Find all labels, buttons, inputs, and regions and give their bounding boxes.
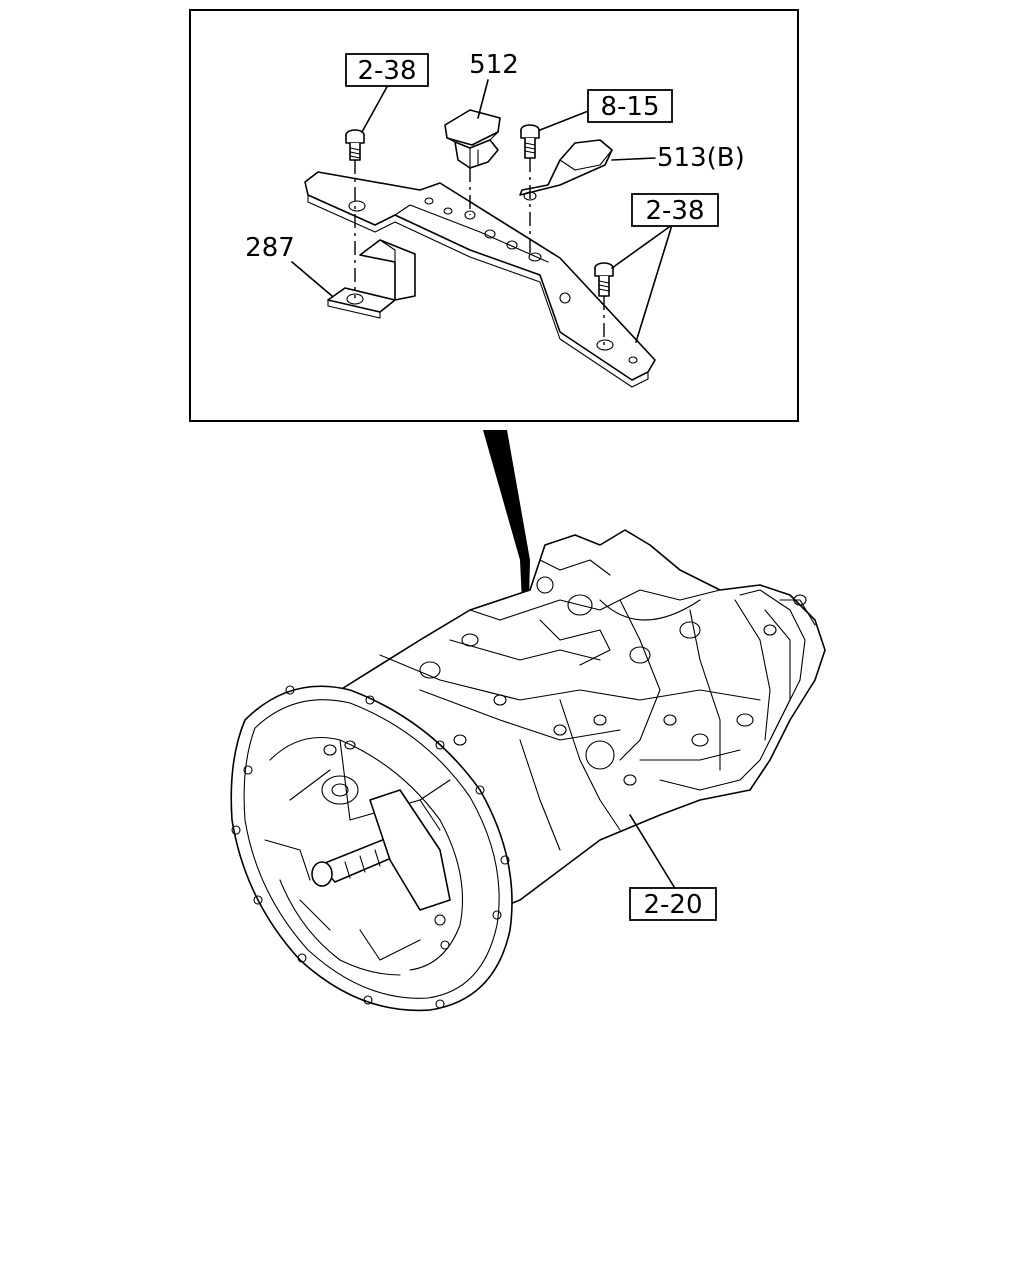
callout-box-8-15 <box>587 89 673 123</box>
callout-box-2-38-left <box>345 53 429 87</box>
callout-2-38-left: 2-38 <box>357 56 416 86</box>
callout-513b: 513(B) <box>657 143 745 173</box>
bracket-287 <box>327 239 416 319</box>
leader-lines <box>291 79 673 343</box>
leader-2-20 <box>629 814 677 891</box>
callout-512: 512 <box>469 50 519 80</box>
bolt-right-icon <box>594 262 614 297</box>
bell-flange-holes <box>231 685 510 1009</box>
callout-8-15: 8-15 <box>600 92 659 122</box>
callout-box-2-20 <box>629 887 717 921</box>
clip-512-icon <box>444 109 501 169</box>
callout-2-38-right: 2-38 <box>645 196 704 226</box>
transmission-assembly <box>230 529 826 1012</box>
callout-box-2-38-right <box>631 193 719 227</box>
callout-2-20: 2-20 <box>643 890 702 920</box>
bracket-plate <box>304 171 656 388</box>
bolt-left-icon <box>345 129 365 161</box>
alignment-lines <box>354 158 605 345</box>
callout-287: 287 <box>245 233 295 263</box>
